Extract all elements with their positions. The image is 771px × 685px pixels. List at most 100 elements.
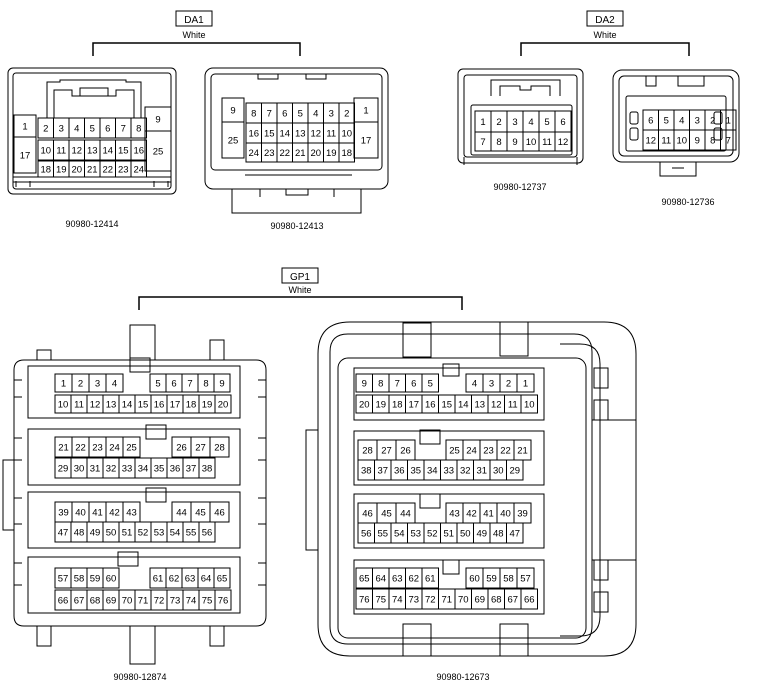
pin-number: 3 — [329, 109, 334, 120]
pin-number: 19 — [326, 148, 337, 159]
pin-number: 31 — [90, 464, 101, 475]
pin-number: 53 — [410, 529, 421, 540]
pin-number: 39 — [517, 509, 528, 520]
pin-number: 13 — [474, 400, 485, 411]
pin-number: 19 — [56, 165, 67, 176]
pin-cell — [209, 436, 230, 458]
pin-number: 11 — [326, 129, 336, 140]
pin-number: 2 — [78, 379, 83, 390]
pin-number: 1 — [22, 122, 27, 133]
pin-number: 7 — [121, 124, 126, 135]
pin-number: 19 — [202, 400, 213, 411]
pin-number: 23 — [483, 446, 494, 457]
pin-number: 17 — [170, 400, 181, 411]
group-da2-name: DA2 — [595, 15, 615, 26]
pin-number: 11 — [542, 137, 552, 148]
pin-number: 10 — [676, 136, 687, 147]
pin-number: 70 — [458, 595, 469, 606]
pin-number: 46 — [214, 508, 225, 519]
pin-cell — [214, 589, 232, 611]
pin-number: 6 — [411, 379, 416, 390]
pin-number: 3 — [489, 379, 494, 390]
pin-number: 62 — [408, 574, 419, 585]
pin-number: 2 — [344, 109, 349, 120]
pin-number: 9 — [512, 137, 517, 148]
pin-number: 11 — [661, 136, 671, 147]
pin-number: 42 — [466, 509, 477, 520]
pin-number: 36 — [170, 464, 181, 475]
pin-number: 70 — [122, 596, 133, 607]
pin-cell — [13, 136, 37, 174]
pin-cell — [213, 567, 231, 589]
pin-number: 23 — [92, 443, 103, 454]
pin-number: 25 — [449, 446, 460, 457]
connector-90980-12874 — [2, 324, 267, 665]
pin-cell — [213, 373, 231, 393]
pin-number: 1 — [480, 117, 485, 128]
pin-number: 2 — [506, 379, 511, 390]
group-gp1-color: White — [288, 285, 311, 295]
pin-number: 33 — [443, 466, 454, 477]
group-gp1-name: GP1 — [290, 272, 310, 283]
pin-number: 3 — [95, 379, 100, 390]
pin-number: 24 — [466, 446, 477, 457]
pin-number: 69 — [106, 596, 117, 607]
pin-number: 20 — [310, 148, 321, 159]
pin-number: 11 — [56, 146, 66, 157]
pin-number: 28 — [214, 443, 225, 454]
pin-number: 56 — [361, 529, 372, 540]
pin-number: 63 — [185, 574, 196, 585]
pin-cell — [421, 567, 439, 589]
pin-number: 27 — [195, 443, 206, 454]
pin-number: 57 — [520, 574, 531, 585]
pin-number: 3 — [59, 124, 64, 135]
pin-cell — [198, 521, 216, 543]
pin-number: 18 — [392, 400, 403, 411]
pin-number: 6 — [105, 124, 110, 135]
pin-number: 29 — [58, 464, 69, 475]
pin-number: 21 — [58, 443, 69, 454]
pin-number: 54 — [170, 528, 181, 539]
pin-number: 55 — [186, 528, 197, 539]
pin-number: 23 — [264, 148, 275, 159]
pin-number: 75 — [375, 595, 386, 606]
pin-number: 26 — [400, 446, 411, 457]
pin-cell — [516, 567, 535, 589]
pin-number: 34 — [138, 464, 149, 475]
pin-cell — [520, 394, 538, 414]
pin-number: 65 — [217, 574, 228, 585]
pin-number: 9 — [219, 379, 224, 390]
pin-number: 2 — [496, 117, 501, 128]
pin-number: 66 — [58, 596, 69, 607]
pin-number: 7 — [480, 137, 485, 148]
pin-number: 20 — [71, 165, 82, 176]
pin-cell — [130, 117, 147, 139]
pin-number: 7 — [395, 379, 400, 390]
pin-number: 17 — [408, 400, 419, 411]
pin-number: 35 — [154, 464, 165, 475]
pin-cell — [102, 567, 120, 589]
pin-number: 24 — [133, 165, 144, 176]
pin-cell — [221, 121, 245, 159]
pin-number: 57 — [58, 574, 69, 585]
pin-number: 6 — [560, 117, 565, 128]
pin-number: 30 — [493, 466, 504, 477]
pin-number: 35 — [410, 466, 421, 477]
pin-number: 68 — [90, 596, 101, 607]
pin-number: 25 — [126, 443, 137, 454]
pin-number: 56 — [202, 528, 213, 539]
pin-number: 18 — [186, 400, 197, 411]
pin-number: 6 — [648, 116, 653, 127]
group-da1-label: DA1 White — [92, 10, 301, 56]
pin-number: 10 — [58, 400, 69, 411]
pin-number: 50 — [106, 528, 117, 539]
pin-number: 29 — [509, 466, 520, 477]
pin-number: 8 — [378, 379, 383, 390]
pin-number: 17 — [361, 136, 372, 147]
pin-number: 50 — [460, 529, 471, 540]
pin-number: 4 — [528, 117, 533, 128]
pin-number: 3 — [695, 116, 700, 127]
pin-number: 48 — [493, 529, 504, 540]
pin-number: 76 — [359, 595, 370, 606]
pin-cell — [516, 373, 535, 393]
